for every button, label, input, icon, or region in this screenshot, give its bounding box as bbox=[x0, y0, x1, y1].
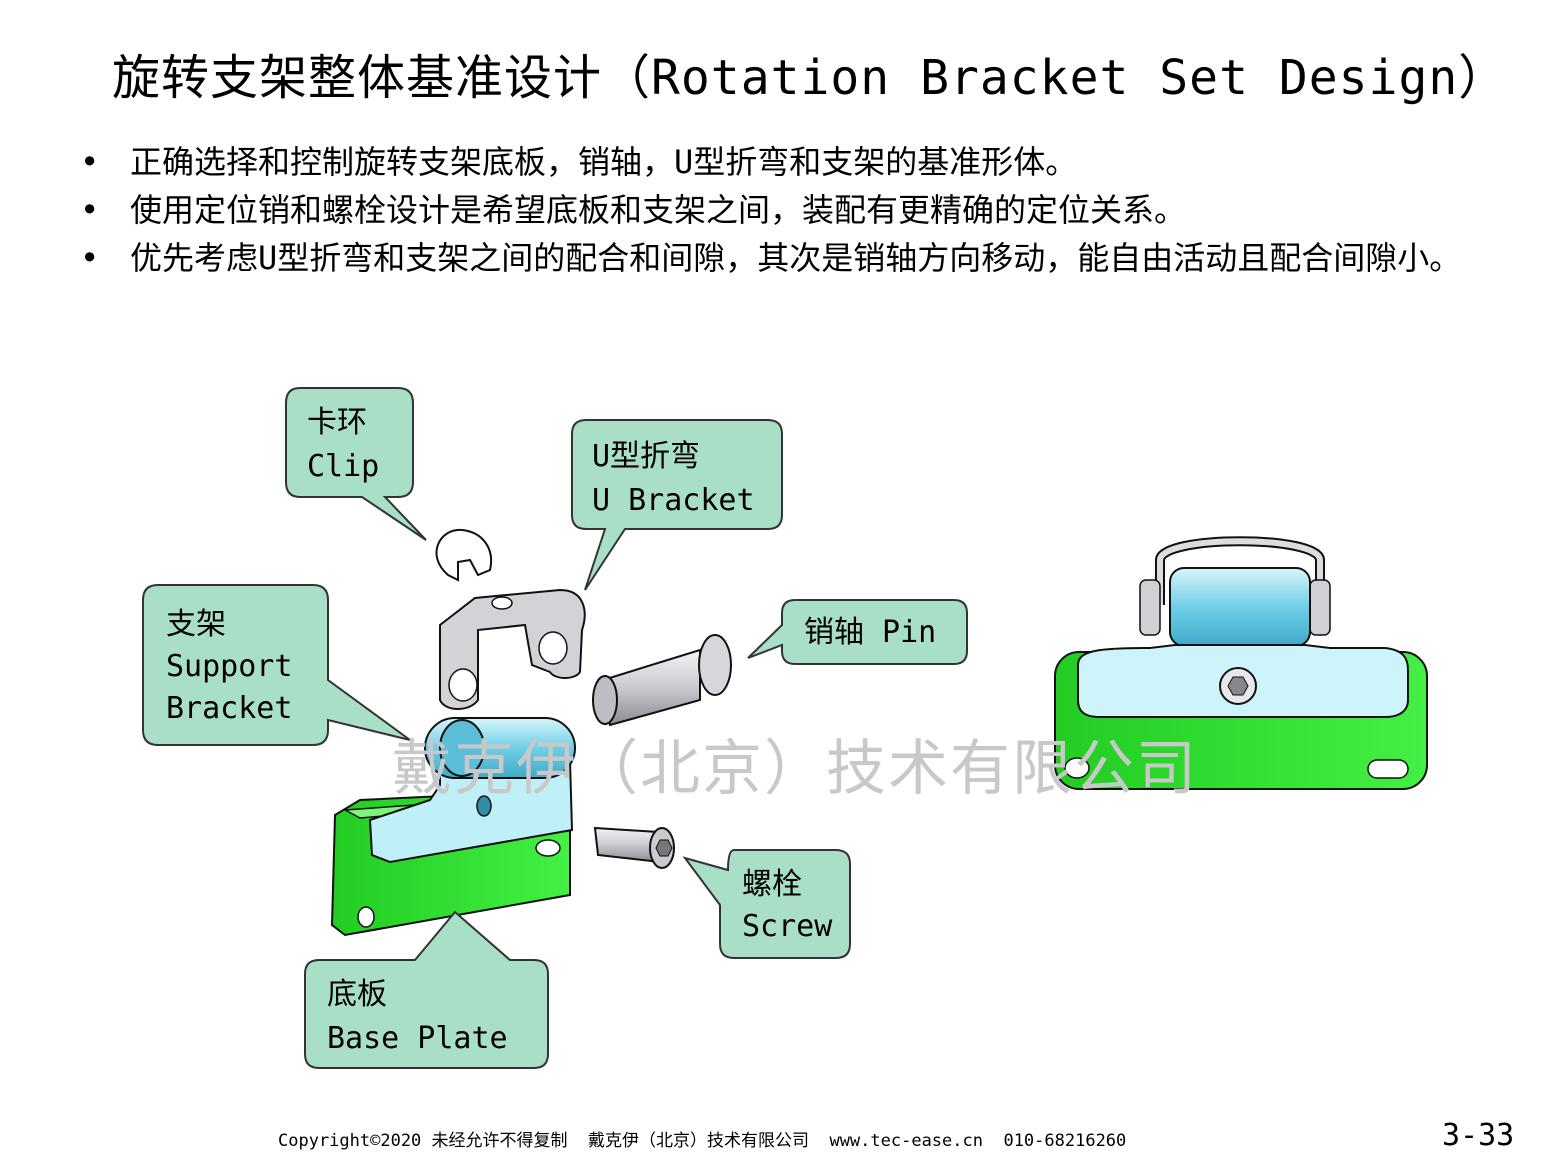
footer-copyright: Copyright©2020 未经允许不得复制 戴克伊（北京）技术有限公司 ww… bbox=[278, 1131, 1127, 1151]
callout-support-bracket bbox=[142, 584, 411, 746]
callout-base-plate bbox=[304, 910, 549, 1069]
assembled-view bbox=[1054, 536, 1428, 790]
bullet-item: •优先考虑U型折弯和支架之间的配合和间隙，其次是销轴方向移动，能自由活动且配合间… bbox=[80, 234, 1500, 282]
clip-part bbox=[435, 528, 493, 582]
support-label-en2: Bracket bbox=[166, 691, 293, 726]
bullet-dot-icon: • bbox=[80, 143, 100, 181]
bullet-list: •正确选择和控制旋转支架底板，销轴，U型折弯和支架的基准形体。 •使用定位销和螺… bbox=[80, 138, 1500, 282]
bullet-item: •正确选择和控制旋转支架底板，销轴，U型折弯和支架的基准形体。 bbox=[80, 138, 1500, 186]
support-label-en1: Support bbox=[166, 649, 293, 684]
callout-clip bbox=[285, 387, 427, 541]
clip-label-cn: 卡环 bbox=[307, 405, 367, 440]
pin-label: 销轴 Pin bbox=[804, 615, 937, 650]
support-bracket-part bbox=[368, 717, 576, 864]
base-label-cn: 底板 bbox=[327, 977, 387, 1012]
page-number: 3-33 bbox=[1442, 1118, 1515, 1153]
base-label-en: Base Plate bbox=[327, 1021, 508, 1056]
bullet-dot-icon: • bbox=[80, 239, 100, 277]
callout-pin bbox=[747, 599, 968, 665]
u-bracket-label-cn: U型折弯 bbox=[592, 439, 701, 474]
screw-label-en: Screw bbox=[742, 909, 833, 944]
clip-label-en: Clip bbox=[307, 449, 380, 484]
support-label-cn: 支架 bbox=[166, 607, 226, 642]
bullet-dot-icon: • bbox=[80, 191, 100, 229]
u-bracket-label-en: U Bracket bbox=[592, 483, 755, 518]
screw-label-cn: 螺栓 bbox=[742, 867, 802, 902]
u-bracket-part bbox=[439, 588, 586, 710]
callout-screw bbox=[682, 849, 851, 959]
callout-u-bracket bbox=[571, 419, 783, 591]
watermark-text: 戴克伊（北京）技术有限公司 bbox=[392, 734, 1198, 804]
page-title: 旋转支架整体基准设计（Rotation Bracket Set Design） bbox=[112, 50, 1508, 106]
screw-part bbox=[593, 826, 675, 869]
bullet-item: •使用定位销和螺栓设计是希望底板和支架之间，装配有更精确的定位关系。 bbox=[80, 186, 1500, 234]
pin-part bbox=[592, 634, 732, 727]
